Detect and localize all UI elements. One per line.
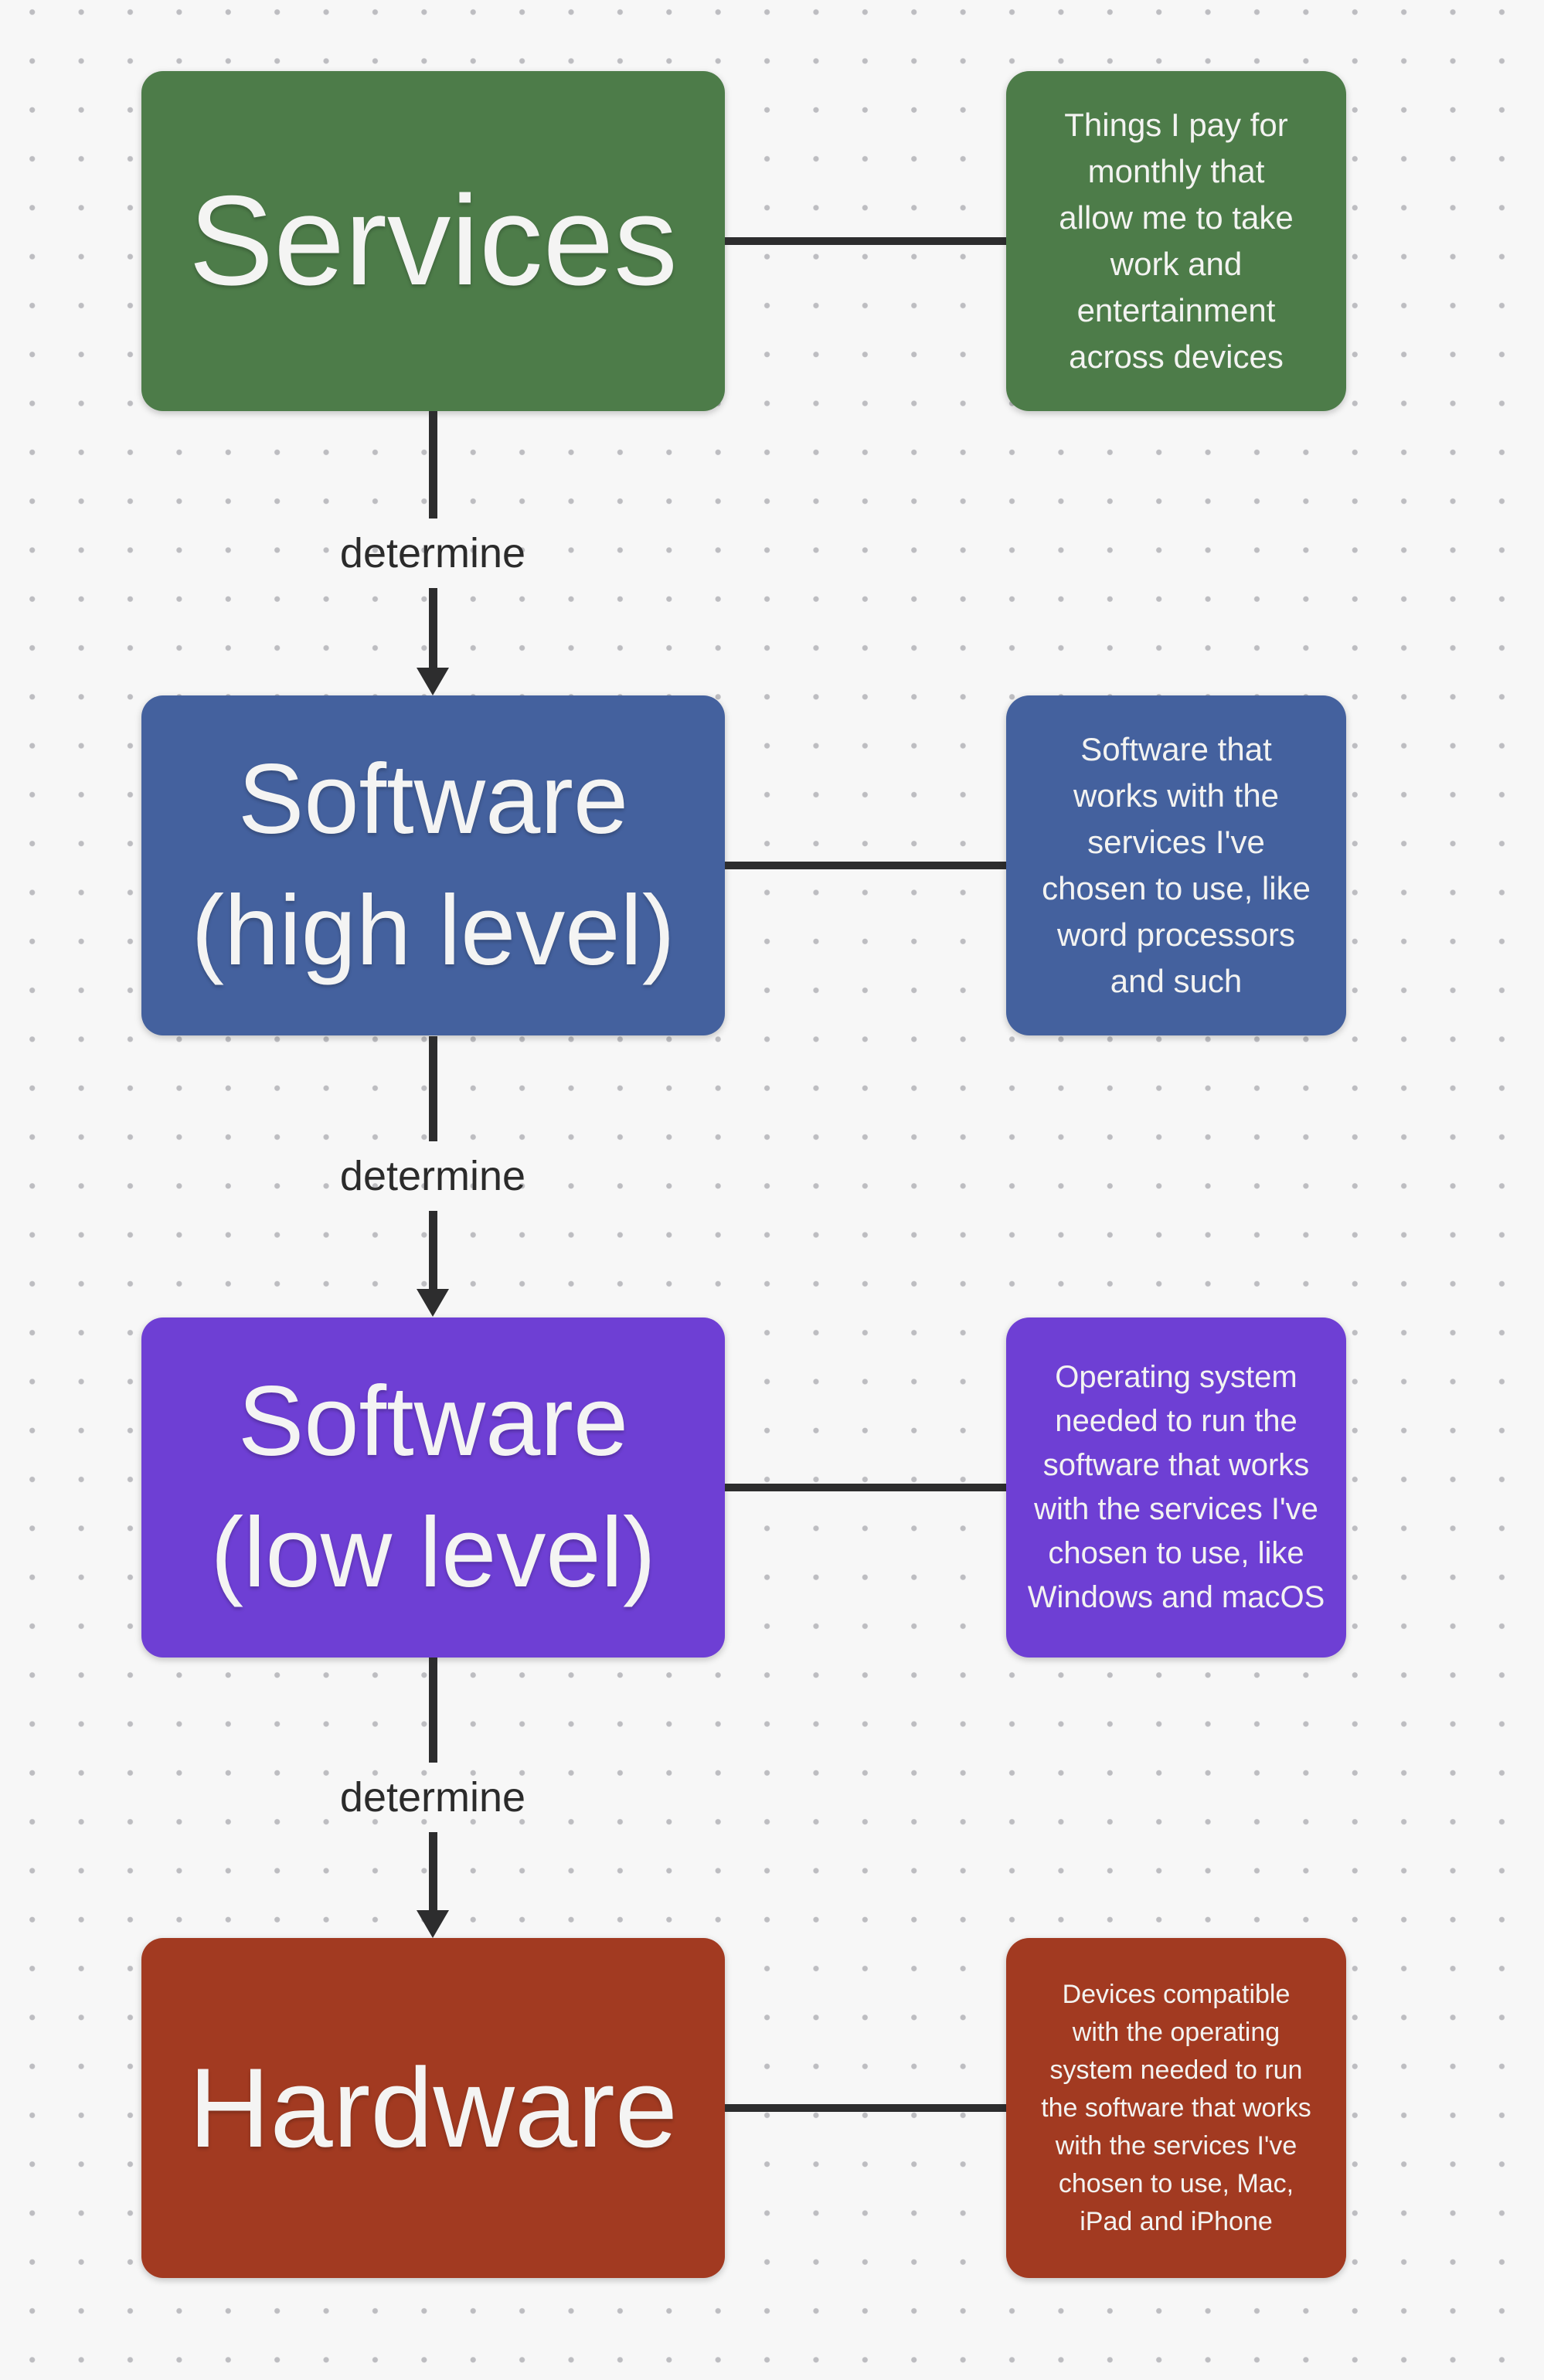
annotation-software-high-level-text: Software that works with the services I'… xyxy=(1042,731,1311,999)
arrow-line-lower xyxy=(429,1832,437,1910)
arrow-label-determine-2: determine xyxy=(339,1153,526,1199)
connector-software-high-annotation xyxy=(725,862,1006,869)
node-hardware[interactable]: Hardware xyxy=(141,1938,725,2278)
annotation-hardware-text: Devices compatible with the operating sy… xyxy=(1041,1979,1311,2236)
node-software-high-level-label: Software (high level) xyxy=(191,743,675,986)
connector-hardware-annotation xyxy=(725,2104,1006,2112)
arrow-line-lower xyxy=(429,588,437,668)
annotation-services[interactable]: Things I pay for monthly that allow me t… xyxy=(1006,71,1346,411)
node-software-low-level-label: Software (low level) xyxy=(210,1365,656,1608)
node-hardware-label: Hardware xyxy=(189,2044,678,2171)
connector-services-annotation xyxy=(725,237,1006,245)
annotation-hardware[interactable]: Devices compatible with the operating sy… xyxy=(1006,1938,1346,2278)
node-services-label: Services xyxy=(189,169,678,312)
annotation-services-text: Things I pay for monthly that allow me t… xyxy=(1059,107,1294,375)
arrow-line-upper xyxy=(429,1658,437,1763)
node-software-high-level[interactable]: Software (high level) xyxy=(141,695,725,1035)
node-software-low-level[interactable]: Software (low level) xyxy=(141,1318,725,1658)
connector-software-low-annotation xyxy=(725,1484,1006,1491)
arrow-label-determine-3: determine xyxy=(339,1774,526,1821)
arrow-line-lower xyxy=(429,1211,437,1289)
annotation-software-high-level[interactable]: Software that works with the services I'… xyxy=(1006,695,1346,1035)
annotation-software-low-level-text: Operating system needed to run the softw… xyxy=(1027,1360,1325,1614)
arrowhead-down-icon xyxy=(417,1910,449,1938)
arrowhead-down-icon xyxy=(417,1289,449,1317)
arrowhead-down-icon xyxy=(417,668,449,695)
arrow-line-upper xyxy=(429,1036,437,1141)
arrow-line-upper xyxy=(429,411,437,518)
node-services[interactable]: Services xyxy=(141,71,725,411)
annotation-software-low-level[interactable]: Operating system needed to run the softw… xyxy=(1006,1318,1346,1658)
arrow-label-determine-1: determine xyxy=(339,530,526,576)
